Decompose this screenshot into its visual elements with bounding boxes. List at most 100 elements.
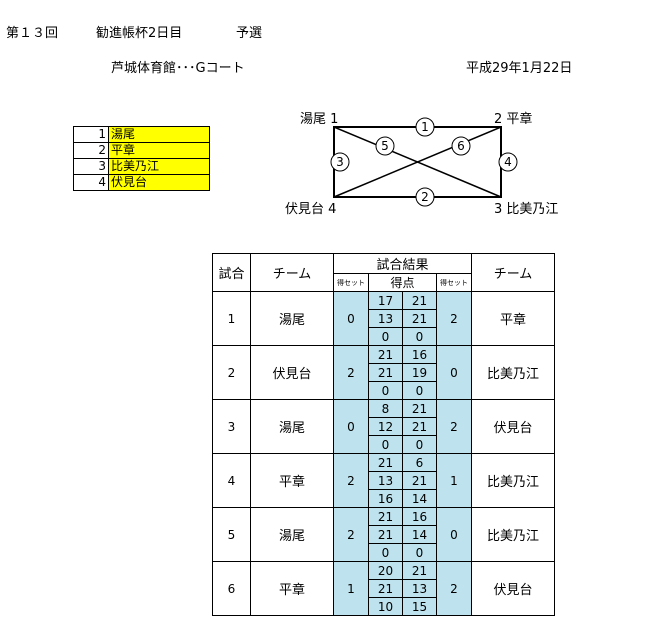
team-b: 比美乃江 [471,507,555,562]
match-mark-1: 1 [415,117,435,137]
col-header-team-a: チーム [250,253,334,292]
match-mark-label: 5 [381,139,389,153]
score-a: 0 [368,435,403,454]
score-a: 20 [368,561,403,580]
sets-a: 2 [333,507,369,562]
team-name: 比美乃江 [108,158,210,175]
score-b: 15 [402,597,437,616]
match-mark-6: 6 [451,136,471,156]
corner-label-tl: 湯尾 1 [300,112,338,127]
sets-b: 2 [436,291,472,346]
sets-a: 2 [333,453,369,508]
col-header-sets-a: 得セット [333,273,369,292]
score-b: 21 [402,471,437,490]
score-a: 21 [368,507,403,526]
score-a: 21 [368,453,403,472]
date: 平成29年1月22日 [466,61,573,76]
score-b: 19 [402,363,437,382]
match-number: 2 [212,345,251,400]
team-b: 伏見台 [471,399,555,454]
score-a: 21 [368,363,403,382]
sets-b: 2 [436,399,472,454]
match-mark-4: 4 [498,152,518,172]
match-mark-label: 2 [421,190,429,204]
diagonal-2-4 [333,126,502,198]
score-b: 0 [402,327,437,346]
score-b: 21 [402,309,437,328]
match-number: 6 [212,561,251,616]
match-mark-3: 3 [330,152,350,172]
sets-a: 0 [333,399,369,454]
team-b: 比美乃江 [471,453,555,508]
team-b: 比美乃江 [471,345,555,400]
score-b: 0 [402,543,437,562]
col-header-result: 試合結果 [333,253,472,274]
corner-label-tr: 2 平章 [494,111,532,127]
col-header-points: 得点 [368,273,437,292]
score-a: 21 [368,579,403,598]
score-b: 0 [402,435,437,454]
score-a: 13 [368,471,403,490]
sets-b: 0 [436,507,472,562]
score-b: 21 [402,291,437,310]
sets-b: 2 [436,561,472,616]
match-number: 1 [212,291,251,346]
score-a: 0 [368,543,403,562]
team-a: 平章 [250,453,334,508]
score-b: 21 [402,561,437,580]
team-a: 湯尾 [250,399,334,454]
score-a: 21 [368,345,403,364]
match-mark-label: 3 [336,155,344,169]
team-a: 湯尾 [250,291,334,346]
score-a: 8 [368,399,403,418]
score-b: 21 [402,399,437,418]
team-name: 平章 [108,142,210,159]
col-header-sets-b: 得セット [436,273,472,292]
team-a: 平章 [250,561,334,616]
score-b: 14 [402,489,437,508]
score-a: 0 [368,381,403,400]
match-number: 3 [212,399,251,454]
score-a: 13 [368,309,403,328]
sets-b: 0 [436,345,472,400]
venue: 芦城体育館･･･Gコート [111,61,245,76]
corner-label-bl: 伏見台 4 [285,202,336,217]
col-header-match: 試合 [212,253,251,292]
sets-a: 0 [333,291,369,346]
score-b: 6 [402,453,437,472]
match-mark-2: 2 [415,187,435,207]
score-b: 13 [402,579,437,598]
sets-a: 1 [333,561,369,616]
match-mark-label: 1 [421,120,429,134]
score-b: 21 [402,417,437,436]
score-a: 17 [368,291,403,310]
match-mark-label: 6 [457,139,465,153]
score-a: 10 [368,597,403,616]
sets-a: 2 [333,345,369,400]
team-a: 伏見台 [250,345,334,400]
score-a: 12 [368,417,403,436]
score-b: 16 [402,345,437,364]
title-round: 第１３回 [6,26,59,41]
title-stage: 予選 [236,26,263,41]
match-number: 5 [212,507,251,562]
score-b: 16 [402,507,437,526]
title-event: 勧進帳杯2日目 [96,26,183,41]
corner-label-br: 3 比美乃江 [494,202,558,217]
